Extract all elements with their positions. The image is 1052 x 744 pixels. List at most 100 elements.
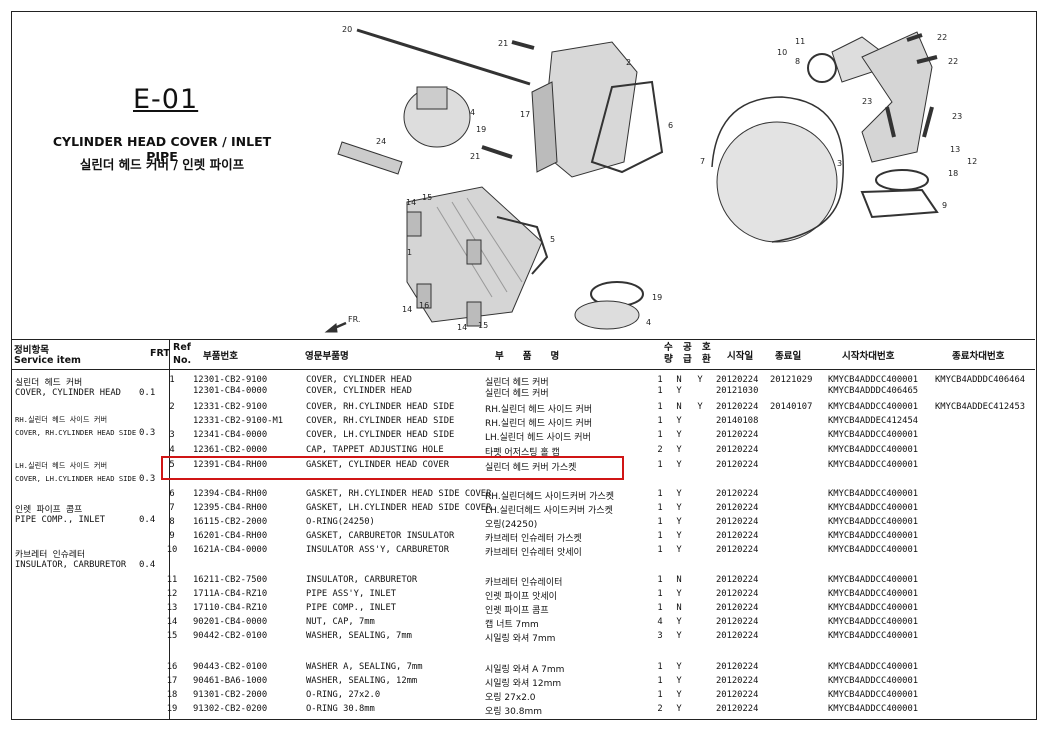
cell-g: Y — [676, 545, 682, 555]
cell-sf: KMYCB4ADDCC400001 — [828, 460, 919, 470]
cell-sf: KMYCB4ADDCC400001 — [828, 503, 919, 513]
header-qty: 수량 — [664, 342, 673, 365]
cell-g: N — [676, 375, 682, 385]
callout-14c: 14 — [457, 323, 467, 332]
service-item-en: COVER, RH.CYLINDER HEAD SIDE — [15, 428, 137, 437]
service-items-column — [12, 340, 170, 720]
cell-qty: 1 — [657, 690, 663, 700]
cell-ref: 11 — [166, 575, 178, 585]
cell-sd: 20120224 — [716, 575, 759, 585]
cell-pn: 16115-CB2-2000 — [193, 517, 268, 527]
header-part-no: 부품번호 — [203, 351, 238, 362]
cell-sd: 20121030 — [716, 386, 759, 396]
header-ref-top: Ref — [173, 342, 191, 353]
callout-1: 1 — [407, 248, 412, 257]
callout-3: 3 — [837, 159, 842, 168]
header-end-date: 종료일 — [775, 351, 802, 362]
cell-ref: 1 — [169, 375, 175, 385]
callout-19b: 19 — [652, 293, 662, 302]
cell-qty: 1 — [657, 430, 663, 440]
cell-ko: RH.실린더 헤드 사이드 커버 — [485, 419, 593, 429]
callout-15b: 15 — [478, 321, 488, 330]
cell-h: Y — [697, 375, 703, 385]
header-service-en: Service item — [14, 355, 81, 366]
cell-ref: 15 — [166, 631, 178, 641]
cell-ef: KMYCB4ADDEC412453 — [935, 402, 1026, 412]
cell-sf: KMYCB4ADDCC400001 — [828, 489, 919, 499]
rh-side-gasket — [590, 80, 664, 174]
cell-en: NUT, CAP, 7mm — [306, 617, 375, 627]
cell-sf: KMYCB4ADDCC400001 — [828, 375, 919, 385]
cell-ref: 3 — [169, 430, 175, 440]
cell-sd: 20120224 — [716, 589, 759, 599]
cell-ko: 캡 너트 7mm — [485, 620, 539, 630]
cell-qty: 1 — [657, 386, 663, 396]
cell-sf: KMYCB4ADDCC400001 — [828, 690, 919, 700]
cell-g: Y — [676, 416, 682, 426]
header-name-ko: 부 품 명 — [495, 351, 560, 362]
callout-21a: 21 — [498, 39, 508, 48]
cell-sf: KMYCB4ADDCC400001 — [828, 545, 919, 555]
cell-ko: 오링 30.8mm — [485, 707, 542, 717]
cell-ko: 카브레터 인슈레터 앗세이 — [485, 548, 582, 558]
cell-sf: KMYCB4ADDCC400001 — [828, 704, 919, 714]
cell-en: PIPE COMP., INLET — [306, 603, 397, 613]
cell-qty: 1 — [657, 460, 663, 470]
cell-g: Y — [676, 662, 682, 672]
cell-qty: 1 — [657, 676, 663, 686]
header-swap: 호환 — [702, 342, 711, 365]
cell-sd: 20120224 — [716, 662, 759, 672]
cell-g: Y — [676, 430, 682, 440]
service-item-ko: 인렛 파이프 콤프 — [15, 505, 83, 515]
cell-ko: 실린더 헤드 커버 가스켓 — [485, 463, 577, 473]
callout-14b: 14 — [402, 305, 412, 314]
header-end-frame: 종료차대번호 — [952, 351, 1005, 362]
cell-ref: 4 — [169, 445, 175, 455]
cell-g: Y — [676, 386, 682, 396]
cell-sd: 20120224 — [716, 531, 759, 541]
cell-sf: KMYCB4ADDCC400001 — [828, 575, 919, 585]
cell-qty: 2 — [657, 445, 663, 455]
cell-ko: 오링(24250) — [485, 520, 538, 530]
service-item-frt: 0.3 — [139, 474, 156, 484]
cell-sd: 20120224 — [716, 631, 759, 641]
cell-sd: 20120224 — [716, 402, 759, 412]
cell-ko: LH.실린더 헤드 사이드 커버 — [485, 433, 591, 443]
cell-g: Y — [676, 631, 682, 641]
cell-sd: 20120224 — [716, 460, 759, 470]
callout-17: 17 — [520, 110, 530, 119]
cell-g: Y — [676, 676, 682, 686]
cell-qty: 1 — [657, 402, 663, 412]
service-item-en: COVER, CYLINDER HEAD — [15, 388, 121, 398]
cell-sd: 20120224 — [716, 676, 759, 686]
cell-pn: 1711A-CB4-RZ10 — [193, 589, 268, 599]
section-code: E-01 — [133, 84, 199, 115]
cell-ko: 카브레터 인슈레이터 — [485, 578, 563, 588]
header-ref-bottom: No. — [173, 355, 192, 366]
callout-10: 10 — [777, 48, 787, 57]
parts-table: 정비항목 Service item FRT Ref No. 부품번호 영문부품명… — [12, 340, 1035, 720]
cell-ref: 9 — [169, 531, 175, 541]
exploded-parts-drawing: 20 21 2 17 4 19 6 24 21 14 15 1 5 14 16 … — [324, 25, 977, 333]
cell-en: COVER, RH.CYLINDER HEAD SIDE — [306, 402, 455, 412]
cell-g: Y — [676, 690, 682, 700]
cell-g: N — [676, 575, 682, 585]
cell-pn: 91301-CB2-2000 — [193, 690, 268, 700]
cell-pn: 12361-CB2-0000 — [193, 445, 268, 455]
section-title-en: CYLINDER HEAD COVER / INLET PIPE — [52, 134, 272, 164]
cell-qty: 1 — [657, 416, 663, 426]
cell-en: PIPE ASS'Y, INLET — [306, 589, 397, 599]
cell-g: Y — [676, 589, 682, 599]
cell-en: GASKET, CARBURETOR INSULATOR — [306, 531, 455, 541]
cell-qty: 2 — [657, 704, 663, 714]
cell-en: WASHER, SEALING, 12mm — [306, 676, 418, 686]
table-header: 정비항목 Service item FRT Ref No. 부품번호 영문부품명… — [12, 340, 1035, 370]
cell-sf: KMYCB4ADDCC400001 — [828, 589, 919, 599]
